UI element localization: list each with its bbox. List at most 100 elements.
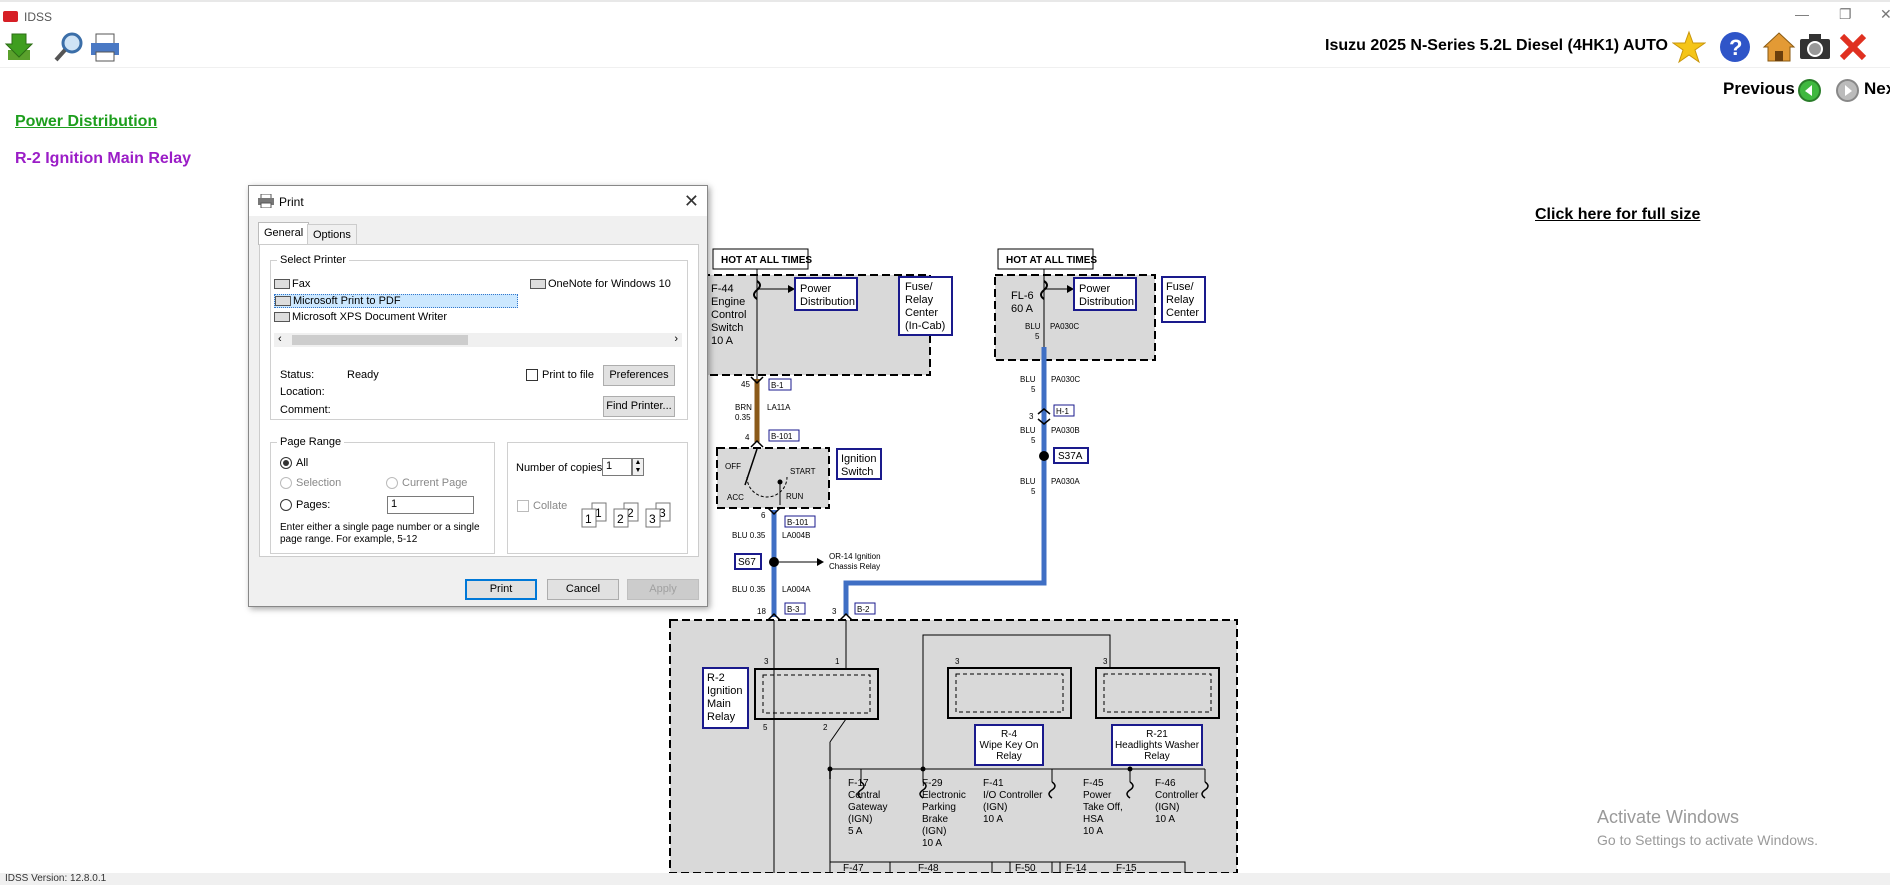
- scroll-thumb[interactable]: [292, 335, 468, 345]
- copies-spinner[interactable]: ▲▼: [632, 458, 644, 476]
- preferences-button[interactable]: Preferences: [603, 365, 675, 386]
- home-button[interactable]: [1762, 30, 1796, 64]
- wire-label: LA11A: [767, 403, 791, 412]
- f44-line: F-44: [711, 283, 734, 295]
- exit-button[interactable]: [1836, 30, 1870, 64]
- printer-xps[interactable]: Microsoft XPS Document Writer: [274, 311, 447, 323]
- minimize-button[interactable]: —: [1795, 6, 1809, 22]
- home-icon: [1762, 32, 1796, 62]
- r2-label: Main: [707, 698, 731, 710]
- fuse-f17: (IGN): [848, 814, 872, 825]
- close-red-icon: [1839, 33, 1867, 61]
- pin: 3: [1103, 657, 1108, 666]
- pin: 3: [1029, 412, 1034, 421]
- previous-link[interactable]: Previous: [1723, 79, 1795, 98]
- ign-sw-label: Ignition: [841, 453, 876, 465]
- find-printer-button[interactable]: Find Printer...: [603, 396, 675, 417]
- scroll-right-icon[interactable]: ›: [674, 333, 678, 345]
- switch-pos: RUN: [786, 492, 804, 501]
- general-panel: Select Printer Fax Microsoft Print to PD…: [259, 244, 699, 557]
- range-pages-label: Pages:: [296, 499, 331, 511]
- svg-text:1: 1: [585, 512, 592, 526]
- fuse-f45: HSA: [1083, 814, 1104, 825]
- dialog-titlebar: Print ✕: [249, 186, 707, 216]
- range-all-radio[interactable]: [280, 457, 292, 469]
- range-selection-radio[interactable]: [280, 477, 292, 489]
- comment-label: Comment:: [280, 404, 331, 416]
- wire-label: 0.35: [735, 413, 751, 422]
- switch-pos: ACC: [727, 493, 744, 502]
- fuse-f17: Central: [848, 790, 880, 801]
- range-pages-radio[interactable]: [280, 499, 292, 511]
- fuse-f17: 5 A: [848, 826, 863, 837]
- pin: 3: [832, 607, 837, 616]
- svg-text:3: 3: [649, 512, 656, 526]
- search-icon: [54, 32, 83, 62]
- svg-text:1: 1: [595, 506, 602, 520]
- fuse-bottom: F-15: [1116, 863, 1137, 873]
- apply-button[interactable]: Apply: [627, 579, 699, 600]
- fuse-bottom: F-47: [843, 863, 864, 873]
- pin: 3: [764, 657, 769, 666]
- range-current-radio[interactable]: [386, 477, 398, 489]
- collate-label: Collate: [533, 500, 568, 512]
- fuse-bottom: F-48: [918, 863, 939, 873]
- dialog-close-icon[interactable]: ✕: [683, 191, 699, 211]
- switch-pos: START: [790, 467, 816, 476]
- page-title: R-2 Ignition Main Relay: [15, 150, 192, 167]
- range-selection-label: Selection: [296, 477, 342, 489]
- printer-onenote[interactable]: OneNote for Windows 10: [530, 278, 682, 290]
- f44-line: 10 A: [711, 335, 734, 347]
- fuse-f41: 10 A: [983, 814, 1003, 825]
- printer-fax[interactable]: Fax: [274, 278, 310, 290]
- location-label: Location:: [280, 386, 325, 398]
- wire-label: PA030A: [1051, 477, 1080, 486]
- splice-s37a: S37A: [1058, 451, 1083, 462]
- r2-label: Relay: [707, 711, 736, 723]
- wire-label: BRN: [735, 403, 752, 412]
- tab-general[interactable]: General: [258, 222, 310, 245]
- onenote-printer-icon: [530, 279, 546, 290]
- full-size-link[interactable]: Click here for full size: [1535, 206, 1701, 223]
- previous-arrow-icon[interactable]: [1798, 79, 1821, 102]
- restore-button[interactable]: ❐: [1839, 6, 1852, 22]
- connector-h1: H-1: [1056, 407, 1069, 416]
- power-distribution-link[interactable]: Power Distribution: [15, 113, 158, 130]
- screenshot-button[interactable]: [1798, 30, 1832, 64]
- f44-line: Control: [711, 309, 746, 321]
- help-icon: ?: [1720, 32, 1750, 62]
- wire-label: PA030B: [1051, 426, 1080, 435]
- pages-input[interactable]: 1: [387, 496, 474, 514]
- print-button[interactable]: [88, 30, 122, 64]
- search-button[interactable]: [52, 30, 86, 64]
- pd-label-2: Distribution: [1079, 296, 1134, 308]
- window-title: IDSS: [24, 10, 53, 24]
- printer-pdf[interactable]: Microsoft Print to PDF: [274, 294, 518, 308]
- next-link[interactable]: Nex: [1864, 79, 1890, 98]
- printer-name: Fax: [292, 278, 311, 290]
- help-button[interactable]: ?: [1718, 30, 1752, 64]
- wire-label: BLU: [1020, 477, 1036, 486]
- dialog-title: Print: [279, 195, 304, 209]
- svg-text:3: 3: [659, 506, 666, 520]
- r2-label: Ignition: [707, 685, 742, 697]
- fuse-f29: Electronic: [922, 790, 966, 801]
- scroll-left-icon[interactable]: ‹: [278, 333, 282, 345]
- printer-list-scrollbar[interactable]: ‹ ›: [274, 333, 682, 347]
- print-to-file-checkbox[interactable]: [526, 369, 538, 381]
- fuse-f46: 10 A: [1155, 814, 1175, 825]
- tab-options[interactable]: Options: [307, 224, 357, 244]
- favorites-button[interactable]: [1671, 30, 1707, 64]
- pin: 45: [741, 380, 750, 389]
- cancel-button[interactable]: Cancel: [547, 579, 619, 600]
- window-titlebar: IDSS — ❐ ✕: [0, 0, 1890, 28]
- close-window-button[interactable]: ✕: [1880, 6, 1890, 22]
- select-printer-label: Select Printer: [277, 254, 350, 266]
- print-submit-button[interactable]: Print: [465, 579, 537, 600]
- collate-checkbox[interactable]: [517, 500, 529, 512]
- copies-input[interactable]: 1: [602, 458, 632, 476]
- download-button[interactable]: [2, 30, 36, 64]
- svg-text:2: 2: [617, 512, 624, 526]
- next-arrow-icon[interactable]: [1836, 79, 1859, 102]
- printer-name: Microsoft XPS Document Writer: [292, 311, 448, 323]
